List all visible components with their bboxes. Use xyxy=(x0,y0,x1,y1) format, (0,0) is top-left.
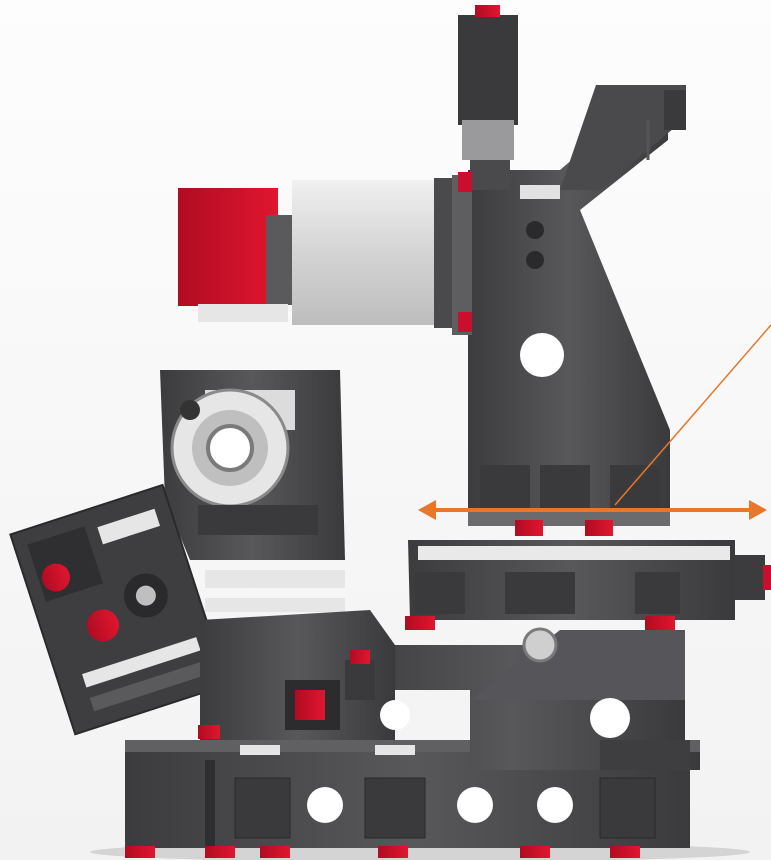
cross-slide xyxy=(405,540,771,663)
leader-line-icon xyxy=(614,324,771,506)
saddle-structure xyxy=(340,630,690,770)
spindle-motor xyxy=(458,5,518,190)
turret xyxy=(9,483,229,736)
headstock xyxy=(178,172,472,335)
chuck-unit xyxy=(160,370,345,612)
y-slide xyxy=(198,610,415,755)
column xyxy=(468,85,686,536)
double-headed-arrow-icon xyxy=(418,500,767,520)
leveling-feet xyxy=(125,846,640,858)
